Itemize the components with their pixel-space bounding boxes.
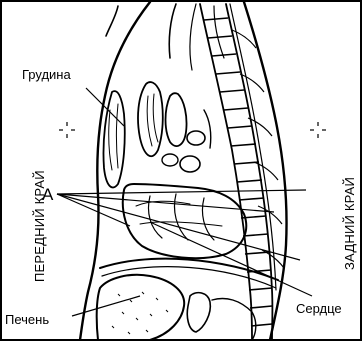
posterior-edge-label: ЗАДНИЙ КРАЙ [342,177,357,270]
crosshair-marker-right [310,122,326,138]
anterior-edge-label: ПЕРЕДНИЙ КРАЙ [32,170,47,282]
leader-lines [57,88,312,316]
heart-shape [123,184,246,258]
a-pointer-1 [57,190,306,194]
heart-label: Сердце [296,301,342,316]
liver-shape [97,275,256,340]
spine [200,4,284,340]
sternum-label: Грудина [22,67,71,82]
diaphragm-line [100,259,278,288]
crosshair-marker-left [59,122,75,138]
liver-label: Печень [5,312,49,327]
liver-pointer [72,296,140,316]
mediastinum-structures [138,82,211,172]
sternum-shape [103,91,124,187]
